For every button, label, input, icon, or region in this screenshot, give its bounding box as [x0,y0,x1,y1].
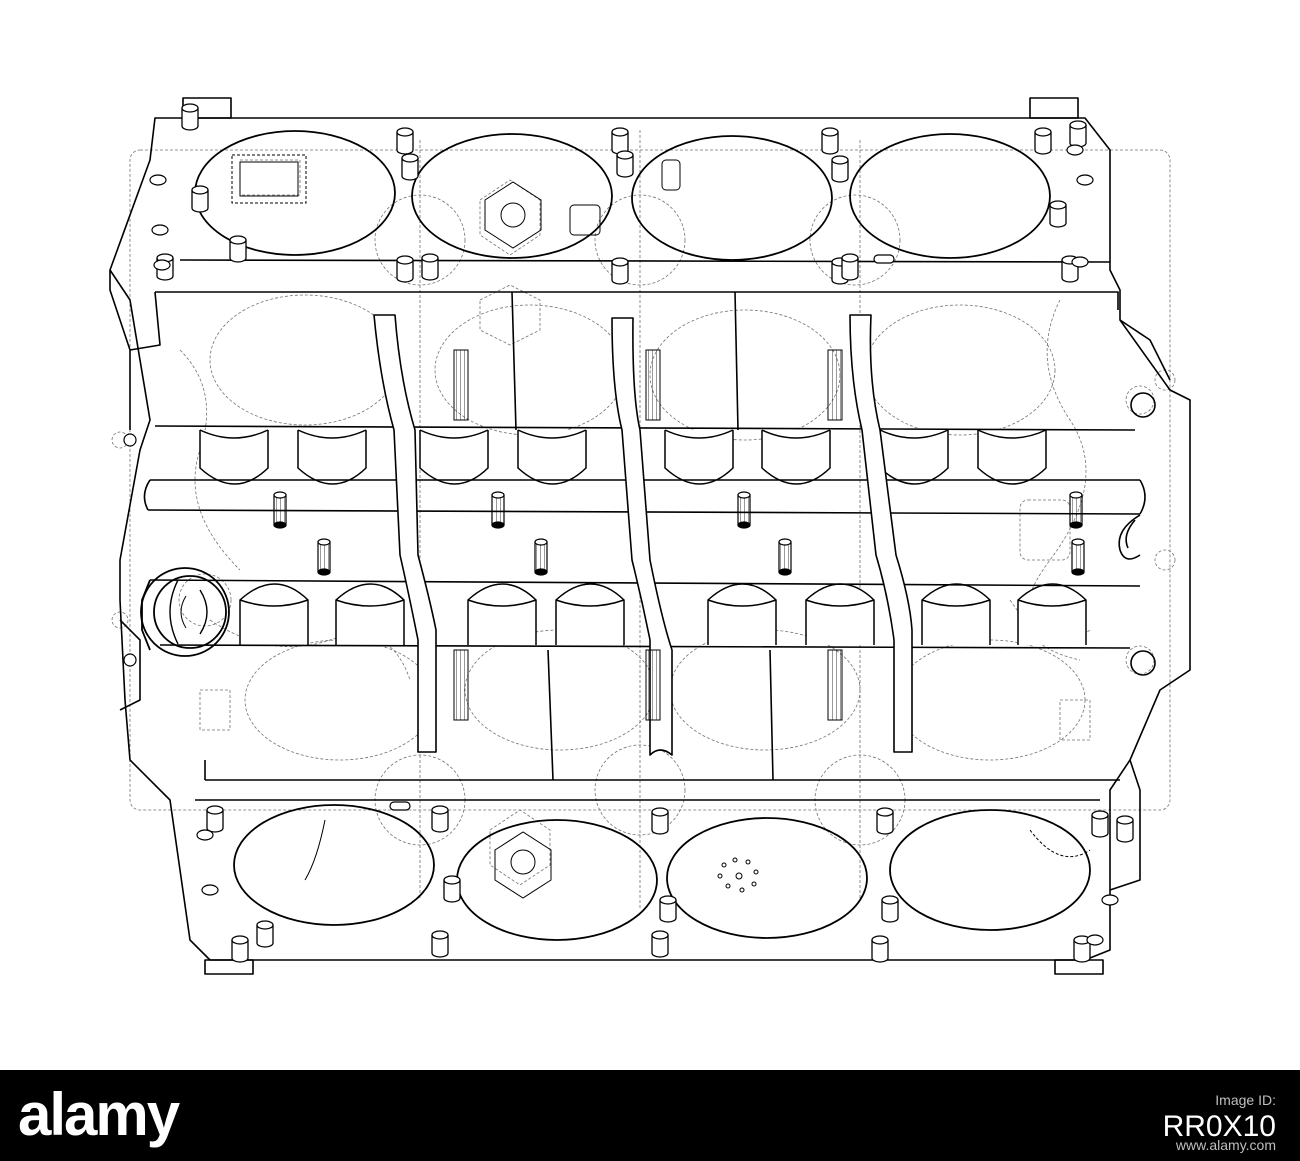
lower-bearing-cap [707,583,777,645]
head-bolt [231,935,249,963]
head-bolt [821,127,839,155]
head-bolt [206,805,224,833]
upper-bearing-cap [199,430,269,485]
bore-2 [411,133,613,259]
head-bolt [229,235,247,263]
lower-bearing-cap [335,583,405,645]
top-cylinder-bores [194,130,1051,261]
bore-4 [849,133,1051,259]
lower-bearing-cap [467,583,537,645]
footer-bar: alamy Image ID: RR0X10 www.alamy.com [0,1070,1300,1161]
bore-5 [233,804,435,926]
lower-bearing-cap [1017,583,1087,645]
image-id-block: Image ID: RR0X10 [1163,1092,1276,1144]
head-bolt [881,895,899,923]
upper-bearing-cap [664,430,734,485]
gallery-pin [1069,491,1083,529]
gallery-pin [273,491,287,529]
gallery-pin [737,491,751,529]
gallery-pin [534,538,548,576]
head-bolt [871,935,889,963]
head-bolt [421,253,439,281]
front-seal [140,567,230,657]
bore-3 [631,135,833,261]
upper-bearing-cap [517,430,587,485]
upper-bearing-cap [297,430,367,485]
gallery-pin [1071,538,1085,576]
block-outline [109,97,1191,975]
head-bolt [841,253,859,281]
head-bolt [1069,120,1087,148]
bore-dot-ring [717,857,759,893]
alamy-logo[interactable]: alamy [18,1081,180,1148]
main-webs [373,291,913,781]
upper-bearing-cap [761,430,831,485]
upper-bearing-cap [419,430,489,485]
head-bolt [431,930,449,958]
head-bolts [156,103,1134,963]
head-bolt [831,155,849,183]
head-bolt [876,807,894,835]
head-bolt [616,150,634,178]
hatched-parts [453,349,843,721]
head-bolt [443,875,461,903]
gallery-pin [491,491,505,529]
head-bolt [401,153,419,181]
engine-block-svg [109,97,1191,975]
image-id-label: Image ID: [1215,1092,1276,1108]
brand-name: alamy [18,1081,180,1148]
lower-bearing-cap [555,583,625,645]
engine-block-drawing [109,97,1191,975]
lower-bearing-caps [239,583,1087,645]
side-dowels [123,144,1119,946]
upper-bearing-cap [977,430,1047,485]
website-link[interactable]: www.alamy.com [1175,1137,1276,1153]
head-bolt [1073,935,1091,963]
lower-bearing-cap [239,583,309,645]
bore-6 [456,819,658,941]
deck-slot [389,254,895,811]
head-bolt [396,255,414,283]
head-bolt [659,895,677,923]
image-id-value: RR0X10 [1162,1110,1276,1143]
head-bolt [1034,127,1052,155]
bore-7 [666,817,868,939]
head-bolt [396,127,414,155]
top-bore-detail [231,154,681,249]
head-bolt [181,103,199,131]
gallery-pin [778,538,792,576]
rear-seal [1118,392,1156,676]
head-bolt [256,920,274,948]
upper-bearing-caps [199,429,1047,485]
head-bolt [1116,815,1134,843]
bottom-bore-detail [304,819,1091,899]
gallery-pins [273,491,1085,576]
lower-bearing-cap [921,583,991,645]
head-bolt [431,805,449,833]
head-bolt [611,127,629,155]
gallery-pin [317,538,331,576]
head-bolt [1091,810,1109,838]
head-bolt [611,257,629,285]
head-bolt [1049,200,1067,228]
head-bolt [651,807,669,835]
head-bolt [651,930,669,958]
head-bolt [191,185,209,213]
lower-bearing-cap [805,583,875,645]
bore-8 [889,809,1091,931]
